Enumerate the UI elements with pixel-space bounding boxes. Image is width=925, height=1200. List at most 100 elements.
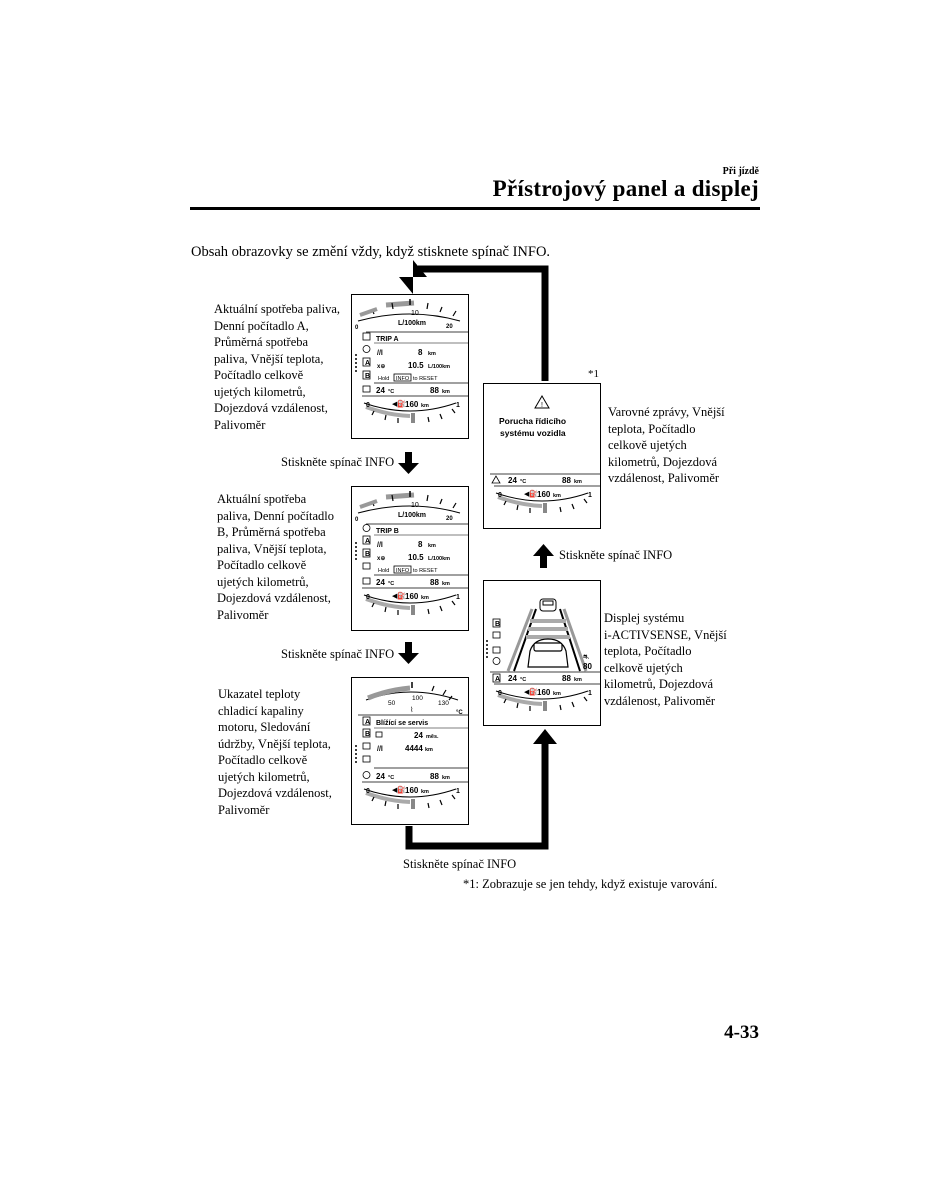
temp-unit: °C <box>388 389 394 395</box>
range-unit: km <box>421 595 429 601</box>
warning-small-icon <box>491 475 501 484</box>
car-icon <box>492 631 501 639</box>
info-button-text: INFO <box>396 376 410 382</box>
press-info-label-2: Stiskněte spínač INFO <box>281 647 395 661</box>
fuel-gauge <box>363 594 457 615</box>
odometer-unit: km <box>574 677 582 683</box>
odometer: 88 <box>430 772 439 781</box>
compass-icon <box>362 771 371 779</box>
loop-bottom-arrowhead <box>533 729 557 744</box>
vehicle-icon <box>362 577 371 585</box>
arrow-down-1 <box>398 452 419 474</box>
odometer-unit: km <box>442 581 450 587</box>
outside-temp: 24 <box>376 578 385 587</box>
tab-b-icon <box>362 370 371 380</box>
loop-bottom-line <box>405 740 549 850</box>
page-dots <box>355 745 357 763</box>
trip-average: 10.5 <box>408 361 424 370</box>
thermometer-icon: ⌇ <box>410 706 413 714</box>
odometer-unit: km <box>442 775 450 781</box>
fuel-gauge <box>495 690 589 711</box>
fuel-gauge <box>363 788 457 809</box>
range-value: 160 <box>405 400 419 409</box>
tab-a-icon <box>362 357 371 367</box>
odometer: 88 <box>562 674 571 683</box>
screen-trip-a: 10 0 L/100km 20 A B TRIP A //l 8 km x⊕ 1… <box>351 294 469 439</box>
trip-label: TRIP A <box>376 336 399 343</box>
temp-unit: °C <box>520 479 526 485</box>
warning-line-1: Porucha řídicího <box>499 416 566 426</box>
range-unit: km <box>421 789 429 795</box>
coolant-gauge <box>365 682 459 701</box>
press-info-label-3: Stiskněte spínač INFO <box>559 548 673 562</box>
side-icons <box>362 716 371 779</box>
coolant-unit: °C <box>456 710 463 716</box>
range-value: 160 <box>537 688 551 697</box>
calendar-icon <box>375 731 383 738</box>
page-title: Přístrojový panel a displej <box>492 176 759 201</box>
tab-a-icon <box>362 716 371 726</box>
fuel-empty: 0 <box>366 402 370 409</box>
outside-temp: 24 <box>508 674 517 683</box>
range-value: 160 <box>405 786 419 795</box>
gauge-max-label: 20 <box>446 516 453 522</box>
page-dots <box>355 354 357 372</box>
range-unit: km <box>553 493 561 499</box>
warning-icon <box>534 395 550 409</box>
vehicle-icon <box>362 755 371 763</box>
trip-distance-unit: km <box>428 543 436 549</box>
svg-text://l: //l <box>377 746 383 753</box>
odometer: 88 <box>430 578 439 587</box>
hold-text: Hold <box>378 568 389 574</box>
screen-coolant: 50 100 130 °C ⌇ A B Blížící se servis 24… <box>351 677 469 825</box>
fuel-full: 1 <box>588 690 592 697</box>
fuel-full: 1 <box>456 788 460 795</box>
trip-label: TRIP B <box>376 528 399 535</box>
intro-text: Obsah obrazovky se změní vždy, když stis… <box>191 244 551 260</box>
outside-temp: 24 <box>508 476 517 485</box>
coolant-mid: 100 <box>412 695 423 702</box>
own-car-icon <box>527 638 569 668</box>
odometer-unit: km <box>574 479 582 485</box>
fuel-empty: 0 <box>366 594 370 601</box>
svg-text:B: B <box>365 373 370 380</box>
warning-line-2: systému vozidla <box>500 428 566 438</box>
loop-top-line <box>418 265 549 381</box>
arrow-up-right <box>533 544 554 568</box>
lane-display <box>506 608 588 672</box>
temp-unit: °C <box>520 677 526 683</box>
footnote: *1: Zobrazuje se jen tehdy, když existuj… <box>463 877 718 891</box>
range-unit: km <box>421 403 429 409</box>
side-icons <box>362 524 371 585</box>
section-name: Při jízdě <box>722 166 759 177</box>
svg-text:B: B <box>365 551 370 558</box>
svg-text:A: A <box>365 538 370 545</box>
service-months-unit: měs. <box>426 734 439 740</box>
lead-car-icon <box>539 598 557 612</box>
gauge-mid-label: 10 <box>411 502 419 509</box>
fuel-empty: 0 <box>498 492 502 499</box>
side-icons <box>362 332 371 393</box>
svg-text:!: ! <box>541 402 543 409</box>
svg-text:A: A <box>495 676 500 683</box>
tab-b-icon <box>362 548 371 558</box>
svg-text:◀⛽: ◀⛽ <box>392 399 406 408</box>
svg-text:x⊕: x⊕ <box>377 364 385 370</box>
set-speed: 80 <box>583 662 592 671</box>
svg-text:A: A <box>365 719 370 726</box>
tab-b-icon <box>362 728 371 738</box>
fuel-full: 1 <box>456 594 460 601</box>
fuel-gauge <box>495 492 589 513</box>
temp-unit: °C <box>388 581 394 587</box>
screen-trip-b: 10 0 L/100km 20 A B TRIP B //l 8 km x⊕ 1… <box>351 486 469 631</box>
screen-activsense: B ⛐ 80 A 24 °C 88 km 0 1 ◀⛽ 160 km <box>483 580 601 726</box>
consumption-gauge <box>357 299 461 322</box>
arrow-down-2 <box>398 642 419 664</box>
svg-text:◀⛽: ◀⛽ <box>392 591 406 600</box>
odometer: 88 <box>562 476 571 485</box>
